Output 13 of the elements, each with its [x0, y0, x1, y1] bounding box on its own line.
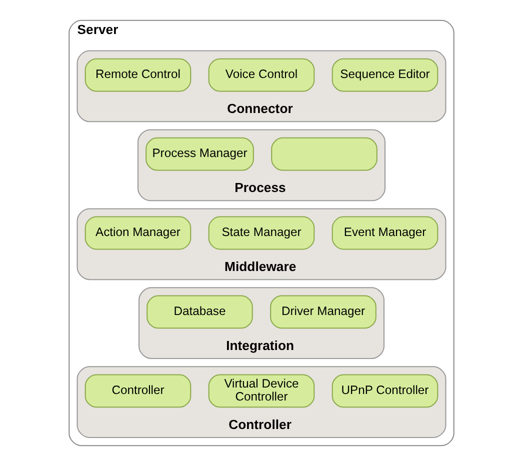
node-box: State Manager	[208, 216, 314, 250]
node-box: Remote Control	[84, 58, 191, 92]
node-box: Event Manager	[331, 216, 438, 250]
node-box	[270, 137, 377, 171]
node-box: Process Manager	[145, 137, 254, 171]
node-box: Driver Manager	[270, 295, 376, 329]
node-box: Sequence Editor	[331, 58, 438, 92]
node-box: Voice Control	[208, 58, 314, 92]
node-box: Action Manager	[84, 216, 191, 250]
node-box: Virtual Device Controller	[208, 374, 314, 408]
node-box: UPnP Controller	[331, 374, 438, 408]
node-box: Controller	[84, 374, 191, 408]
node-box: Database	[146, 295, 252, 329]
